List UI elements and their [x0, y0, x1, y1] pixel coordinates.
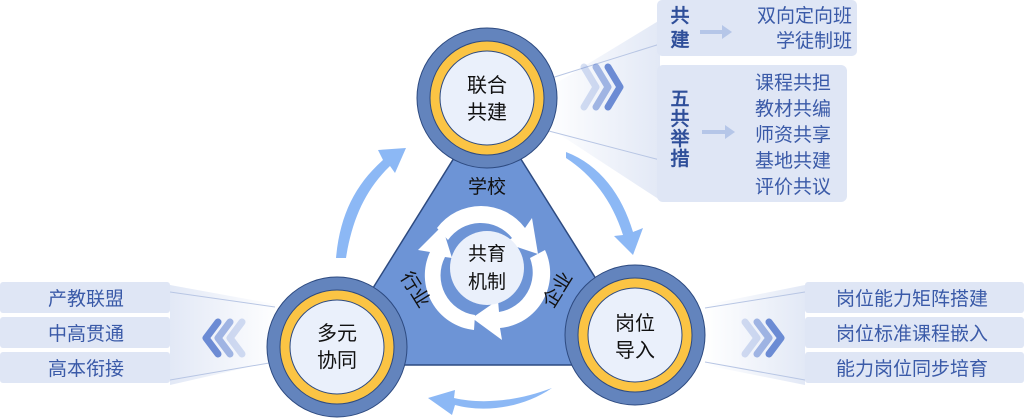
- center-label-line1: 共育: [468, 243, 506, 265]
- right-item-1: 岗位标准课程嵌入: [836, 323, 988, 345]
- connector-fan-right: [704, 285, 806, 385]
- group2-item-4: 评价共议: [755, 176, 831, 198]
- group2-title-char-0: 五: [670, 88, 689, 110]
- right-item-0: 岗位能力矩阵搭建: [836, 288, 988, 310]
- panel-left-list: 产教联盟 中高贯通 高本衔接: [0, 282, 170, 383]
- chevron-right-icon-bottom: [741, 318, 785, 358]
- group2-item-3: 基地共建: [755, 150, 831, 172]
- node-top-line1: 联合: [467, 73, 507, 97]
- node-left-line1: 多元: [317, 321, 357, 345]
- group1-title-char-1: 建: [670, 28, 689, 51]
- arrow-right-icon: [702, 125, 735, 139]
- arrow-right-icon: [700, 25, 732, 39]
- node-right: 岗位 导入: [564, 264, 706, 406]
- node-right-line1: 岗位: [615, 311, 655, 335]
- center-hub: [450, 231, 524, 305]
- group1-item-0: 双向定向班: [757, 5, 852, 27]
- node-top-line2: 共建: [467, 100, 507, 124]
- outer-arrow-right-to-left: [428, 388, 552, 415]
- outer-arrow-left-to-top: [336, 148, 406, 258]
- group2-title-char-2: 举: [669, 127, 690, 150]
- group2-title-char-1: 共: [670, 108, 689, 130]
- chevron-right-icon-top: [580, 63, 624, 111]
- node-left: 多元 协同: [266, 276, 408, 418]
- left-item-0: 产教联盟: [48, 288, 124, 310]
- panel-right-list: 岗位能力矩阵搭建 岗位标准课程嵌入 能力岗位同步培育: [805, 282, 1024, 383]
- left-item-2: 高本衔接: [48, 358, 124, 380]
- group1-title-char-0: 共: [670, 5, 689, 27]
- node-left-line2: 协同: [317, 348, 357, 372]
- panel-five-measures: 五 共 举 措 课程共担 教材共编 师资共享 基地共建 评价共议: [657, 65, 847, 202]
- right-item-2: 能力岗位同步培育: [836, 358, 988, 380]
- center-label-line2: 机制: [468, 271, 506, 293]
- cycle-arrow-right: [472, 250, 551, 340]
- cycle-arrow-left: [418, 226, 475, 330]
- node-top: 联合 共建: [416, 27, 558, 169]
- panel-joint-build: 共 建 双向定向班 学徒制班: [657, 0, 857, 56]
- chevron-left-icon: [202, 318, 246, 358]
- group2-item-0: 课程共担: [755, 72, 831, 94]
- group2-item-1: 教材共编: [755, 98, 831, 120]
- connector-fan-top: [544, 20, 661, 200]
- left-item-1: 中高贯通: [48, 323, 124, 345]
- side-label-school: 学校: [468, 176, 506, 198]
- outer-arrow-top-to-right: [566, 152, 643, 255]
- group1-item-1: 学徒制班: [776, 30, 852, 52]
- group2-item-2: 师资共享: [755, 124, 831, 146]
- connector-fan-left: [169, 285, 280, 385]
- group2-title-char-3: 措: [670, 147, 689, 170]
- node-right-line2: 导入: [615, 338, 655, 362]
